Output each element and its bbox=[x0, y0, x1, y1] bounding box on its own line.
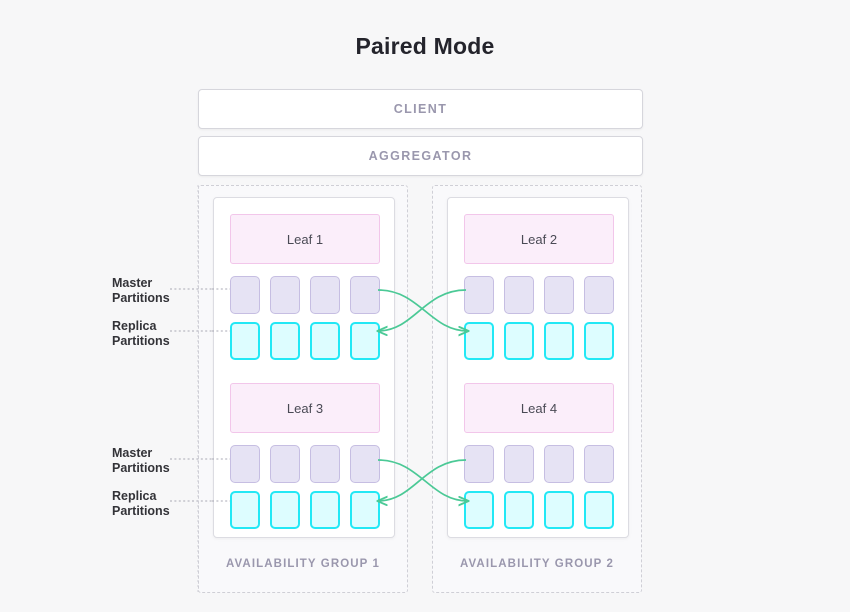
aggregator-label: AGGREGATOR bbox=[368, 149, 473, 163]
replica-partition-row-leaf3 bbox=[230, 491, 380, 529]
replica-partition bbox=[464, 491, 494, 529]
replica-partition bbox=[504, 491, 534, 529]
replica-partition bbox=[544, 322, 574, 360]
replica-partition-row-leaf1 bbox=[230, 322, 380, 360]
master-partition bbox=[230, 445, 260, 483]
availability-group-1-label: AVAILABILITY GROUP 1 bbox=[225, 558, 381, 570]
replica-partition bbox=[464, 322, 494, 360]
replica-partition bbox=[270, 491, 300, 529]
annotation-replica-partitions-top: Replica Partitions bbox=[112, 319, 208, 349]
leaf-unit-leaf2: Leaf 2 bbox=[464, 214, 614, 360]
annotation-line-2: Partitions bbox=[112, 461, 170, 475]
replica-partition bbox=[230, 491, 260, 529]
leaf-label-leaf2: Leaf 2 bbox=[520, 231, 558, 247]
annotation-line-1: Replica bbox=[112, 489, 157, 503]
master-partition-row-leaf3 bbox=[230, 445, 380, 483]
leaf-label-leaf1: Leaf 1 bbox=[286, 231, 324, 247]
replica-partition bbox=[310, 491, 340, 529]
master-partition-row-leaf2 bbox=[464, 276, 614, 314]
annotation-replica-partitions-bottom: Replica Partitions bbox=[112, 489, 208, 519]
master-partition bbox=[310, 276, 340, 314]
replica-partition bbox=[504, 322, 534, 360]
master-partition-row-leaf4 bbox=[464, 445, 614, 483]
annotation-line-1: Replica bbox=[112, 319, 157, 333]
leaf-unit-leaf1: Leaf 1 bbox=[230, 214, 380, 360]
leaf-panel-group-2: Leaf 2 Leaf 4 bbox=[447, 197, 629, 538]
availability-group-2: Leaf 2 Leaf 4 bbox=[432, 185, 642, 593]
master-partition bbox=[230, 276, 260, 314]
master-partition bbox=[464, 445, 494, 483]
replica-partition bbox=[350, 322, 380, 360]
replica-partition bbox=[270, 322, 300, 360]
replica-partition bbox=[584, 322, 614, 360]
master-partition bbox=[584, 445, 614, 483]
master-partition bbox=[310, 445, 340, 483]
leaf-box-leaf2: Leaf 2 bbox=[464, 214, 614, 264]
annotation-master-partitions-bottom: Master Partitions bbox=[112, 446, 208, 476]
leaf-box-leaf4: Leaf 4 bbox=[464, 383, 614, 433]
replica-partition bbox=[350, 491, 380, 529]
aggregator-node: AGGREGATOR bbox=[198, 136, 643, 176]
master-partition bbox=[464, 276, 494, 314]
replica-partition bbox=[230, 322, 260, 360]
leaf-box-leaf1: Leaf 1 bbox=[230, 214, 380, 264]
annotation-line-1: Master bbox=[112, 276, 153, 290]
annotation-line-1: Master bbox=[112, 446, 153, 460]
leaf-label-leaf3: Leaf 3 bbox=[286, 400, 324, 416]
leaf-unit-leaf3: Leaf 3 bbox=[230, 383, 380, 529]
leaf-unit-leaf4: Leaf 4 bbox=[464, 383, 614, 529]
leaf-label-leaf4: Leaf 4 bbox=[520, 400, 558, 416]
replica-partition-row-leaf2 bbox=[464, 322, 614, 360]
client-node: CLIENT bbox=[198, 89, 643, 129]
replica-partition bbox=[310, 322, 340, 360]
replica-partition bbox=[584, 491, 614, 529]
replica-partition-row-leaf4 bbox=[464, 491, 614, 529]
master-partition bbox=[544, 445, 574, 483]
replica-partition bbox=[544, 491, 574, 529]
master-partition bbox=[584, 276, 614, 314]
master-partition bbox=[350, 445, 380, 483]
master-partition bbox=[544, 276, 574, 314]
availability-group-1: Leaf 1 Leaf 3 bbox=[198, 185, 408, 593]
master-partition bbox=[504, 276, 534, 314]
availability-group-2-label: AVAILABILITY GROUP 2 bbox=[459, 558, 615, 570]
annotation-line-2: Partitions bbox=[112, 291, 170, 305]
page-title: Paired Mode bbox=[355, 33, 495, 59]
master-partition-row-leaf1 bbox=[230, 276, 380, 314]
client-label: CLIENT bbox=[393, 102, 448, 116]
master-partition bbox=[504, 445, 534, 483]
master-partition bbox=[270, 276, 300, 314]
annotation-line-2: Partitions bbox=[112, 334, 170, 348]
master-partition bbox=[270, 445, 300, 483]
annotation-line-2: Partitions bbox=[112, 504, 170, 518]
leaf-panel-group-1: Leaf 1 Leaf 3 bbox=[213, 197, 395, 538]
leaf-box-leaf3: Leaf 3 bbox=[230, 383, 380, 433]
master-partition bbox=[350, 276, 380, 314]
annotation-master-partitions-top: Master Partitions bbox=[112, 276, 208, 306]
